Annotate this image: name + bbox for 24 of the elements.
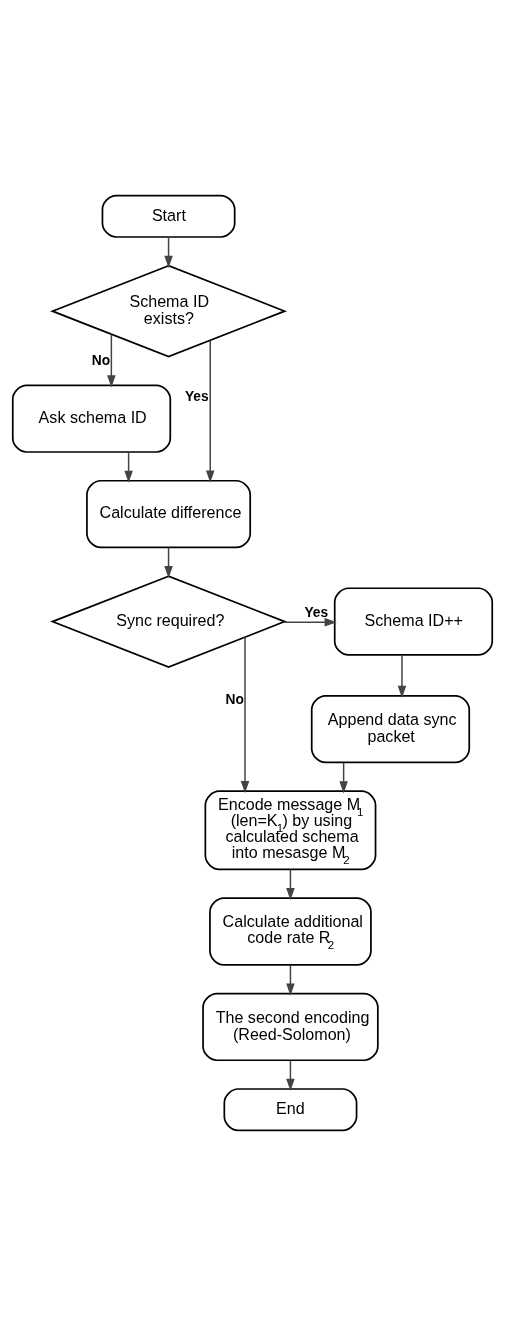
edge-label: Yes	[304, 604, 329, 620]
arrow	[339, 761, 348, 793]
arrow	[397, 653, 407, 698]
node-box: Schema ID++	[333, 586, 494, 656]
node-box: Append data sync packet	[310, 694, 471, 763]
arrow	[205, 339, 215, 483]
node-box: Ask schema ID	[11, 383, 172, 453]
node-box: The second encoding (Reed-Solomon)	[202, 992, 379, 1061]
node-box: Start	[101, 194, 236, 238]
arrow	[282, 617, 337, 626]
edge-label: Yes	[184, 388, 209, 404]
arrow	[164, 236, 173, 268]
arrow	[286, 963, 295, 996]
arrow	[240, 636, 250, 793]
node-box: End	[223, 1087, 358, 1131]
arrow	[107, 333, 116, 387]
arrow	[286, 1059, 295, 1091]
arrow	[124, 450, 133, 483]
node-box: Calculate additional code rate R$_{2}$	[209, 896, 372, 966]
arrow	[164, 546, 173, 578]
arrow	[286, 868, 295, 900]
node-box: Calculate difference	[86, 479, 252, 548]
node-box: Encode message M$_{1}$ (len=K$_{1}$) by using calculated schema into mesasge M$_{2}$	[204, 789, 377, 870]
edge-label: No	[225, 691, 244, 707]
